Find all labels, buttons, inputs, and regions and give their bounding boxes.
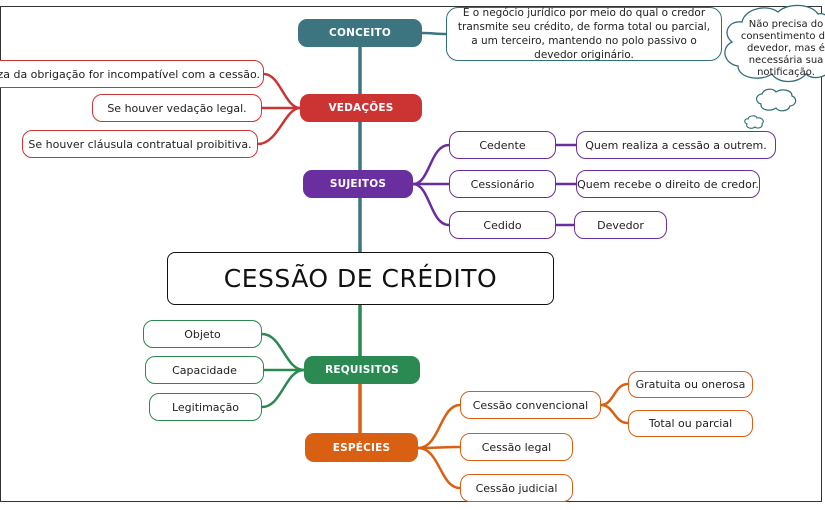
link-vedacoes-item-3 xyxy=(256,106,302,146)
link-convencional-gratuita xyxy=(599,382,630,407)
sujeito-cedente-desc: Quem realiza a cessão a outrem. xyxy=(576,131,776,159)
diagram-frame xyxy=(0,6,822,502)
category-vedacoes: VEDAÇÕES xyxy=(300,94,422,122)
link-especies-legal xyxy=(416,445,462,450)
sujeito-cedido: Cedido xyxy=(449,211,556,239)
central-title: CESSÃO DE CRÉDITO xyxy=(167,252,554,305)
cloud-note-text: Não precisa do consentimento do devedor,… xyxy=(740,19,825,78)
category-requisitos: REQUISITOS xyxy=(304,356,420,384)
link-especies-judicial xyxy=(416,446,462,490)
sujeito-cessionario-desc: Quem recebe o direito de credor. xyxy=(576,170,760,198)
vedacao-item-3: Se houver cláusula contratual proibitiva… xyxy=(22,130,258,158)
link-especies-convencional xyxy=(416,403,462,450)
link-vedacoes-item-1 xyxy=(262,72,302,110)
cloud-bubble-small xyxy=(744,115,764,129)
cloud-bubble-large xyxy=(724,4,825,83)
requisito-capacidade: Capacidade xyxy=(145,356,264,384)
requisito-objeto: Objeto xyxy=(143,320,262,348)
link-requisitos-legitimacao xyxy=(260,368,306,409)
sujeito-cedente: Cedente xyxy=(449,131,556,159)
sujeito-cedido-desc: Devedor xyxy=(574,211,667,239)
vedacao-item-2: Se houver vedação legal. xyxy=(92,94,262,122)
especie-convencional-total: Total ou parcial xyxy=(628,410,753,437)
cloud-bubble-medium xyxy=(756,88,797,112)
sujeito-cessionario: Cessionário xyxy=(449,170,556,198)
link-sujeitos-cedente xyxy=(411,143,451,186)
especie-convencional: Cessão convencional xyxy=(460,391,601,419)
especie-legal: Cessão legal xyxy=(460,433,573,461)
link-sujeitos-cedido xyxy=(411,182,451,227)
vedacao-item-1: Se a natureza da obrigação for incompatí… xyxy=(0,60,264,88)
conceito-definition: É o negócio jurídico por meio do qual o … xyxy=(446,7,722,61)
category-sujeitos: SUJEITOS xyxy=(303,170,413,198)
link-conceito-definition xyxy=(420,31,448,36)
requisito-legitimacao: Legitimação xyxy=(149,393,262,421)
link-requisitos-objeto xyxy=(260,332,306,372)
especie-judicial: Cessão judicial xyxy=(460,474,573,502)
link-convencional-total xyxy=(599,403,630,425)
category-especies: ESPÉCIES xyxy=(305,433,418,462)
category-conceito: CONCEITO xyxy=(298,19,422,47)
especie-convencional-gratuita: Gratuita ou onerosa xyxy=(628,371,753,398)
